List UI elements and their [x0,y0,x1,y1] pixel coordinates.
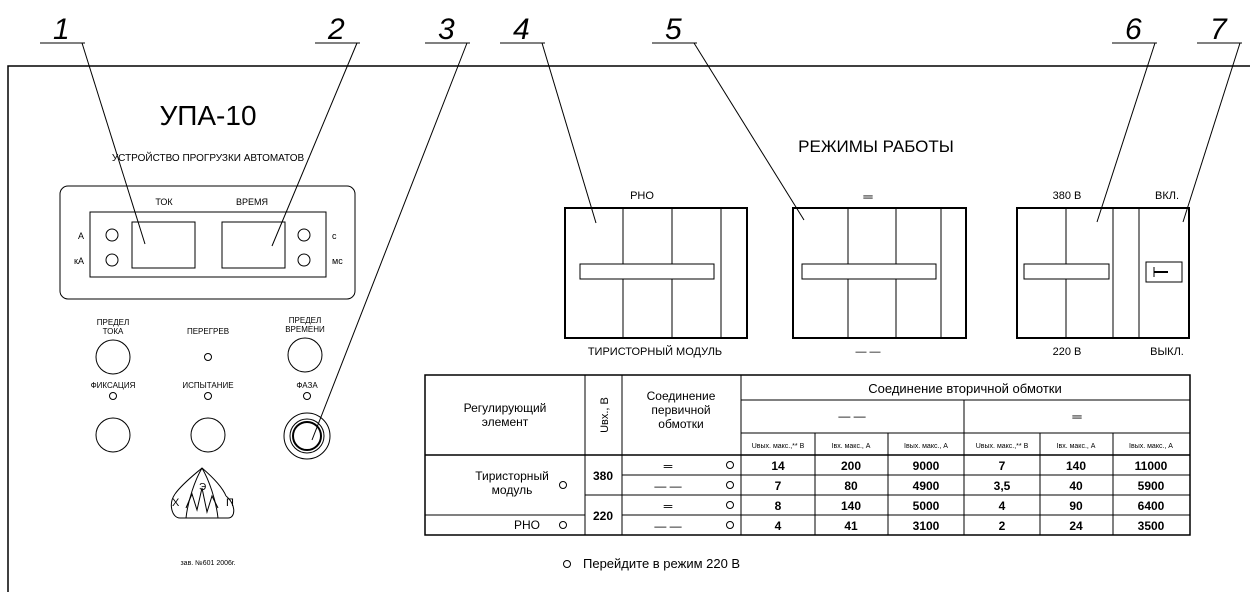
table-cell: 3,5 [994,479,1011,493]
fix-label: ФИКСАЦИЯ [91,381,136,390]
uin-220: 220 [593,509,613,523]
header-primary-1: Соединение [647,389,716,403]
callout-6: 6 [1125,13,1142,46]
element-thyristor-2: модуль [492,483,533,497]
table-cell: 6400 [1138,499,1165,513]
on-label: ВКЛ. [1155,190,1179,202]
header-col-2: Iвх. макс., А [832,443,871,450]
off-label: ВЫКЛ. [1150,346,1184,358]
device-subtitle: УСТРОЙСТВО ПРОГРУЗКИ АВТОМАТОВ [112,151,305,164]
header-col-3: Iвых. макс., А [904,443,948,450]
table-cell: 4 [999,499,1006,513]
modes-table-grid [424,374,1191,536]
table-cell: 200 [841,459,861,473]
header-primary-2: первичной [651,403,710,417]
table-cell: 9000 [913,459,940,473]
row-2-connection: — — [654,479,681,493]
callout-4: 4 [513,13,530,46]
callout-5: 5 [665,13,682,46]
serial-number: зав. №601 2006г. [180,560,235,567]
element-thyristor-1: Тиристорный [475,469,549,483]
rno-label: РНО [630,190,654,202]
table-cell: 11000 [1135,459,1168,473]
table-cell: 24 [1069,519,1083,533]
table-cell: 140 [841,499,861,513]
row-1-connection: ═ [663,459,673,473]
uin-380: 380 [593,469,613,483]
table-cell: 8 [775,499,782,513]
callout-7: 7 [1210,13,1228,46]
unit-a-label: А [78,231,84,241]
test-label: ИСПЫТАНИЕ [182,381,233,390]
header-element-1: Регулирующий [464,401,547,415]
modes-title: РЕЖИМЫ РАБОТЫ [798,137,954,156]
unit-ka-label: кА [74,256,84,266]
header-col-1: Uвых. макс.,** В [752,443,805,450]
current-limit-label-2: ТОКА [103,327,124,336]
table-cell: 90 [1069,499,1083,513]
table-cell: 40 [1069,479,1083,493]
table-cell: 4900 [913,479,940,493]
header-col-6: Iвых. макс., А [1129,443,1173,450]
time-label: ВРЕМЯ [236,197,268,207]
callout-2: 2 [327,13,345,46]
table-cell: 3100 [913,519,940,533]
footnote: Перейдите в режим 220 В [583,556,740,571]
header-col-5: Iвх. макс., А [1057,443,1096,450]
header-uin: Uвх., В [599,397,611,433]
table-cell: 14 [771,459,785,473]
logo-letter-e: Э [199,482,206,493]
callout-1: 1 [53,13,70,46]
table-cell: 140 [1066,459,1086,473]
manufacturer-logo [170,467,235,519]
current-label: ТОК [155,197,173,207]
table-cell: 3500 [1138,519,1165,533]
header-parallel: ═ [1071,409,1082,424]
time-limit-label-1: ПРЕДЕЛ [289,316,321,325]
device-title: УПА-10 [159,100,256,131]
table-cell: 80 [844,479,858,493]
thyristor-module-label: ТИРИСТОРНЫЙ МОДУЛЬ [588,345,722,358]
table-cell: 2 [999,519,1006,533]
header-series: — — [838,409,865,423]
row-3-connection: ═ [663,499,673,513]
series-mode-label: — — [855,346,880,358]
callout-3: 3 [438,13,455,46]
v220-label: 220 В [1053,346,1082,358]
table-cell: 5900 [1138,479,1165,493]
element-rno: РНО [514,518,540,532]
callout-numbers: 1 2 3 4 5 6 7 [53,13,1228,46]
logo-letter-p: П [226,497,234,509]
logo-letter-x: Х [172,497,180,509]
v380-label: 380 В [1053,190,1082,202]
table-cell: 7 [999,459,1006,473]
unit-ms-label: мс [332,256,343,266]
header-primary-3: обмотки [658,417,703,431]
row-4-connection: — — [654,519,681,533]
current-limit-label-1: ПРЕДЕЛ [97,318,129,327]
table-cell: 4 [775,519,782,533]
phase-label: ФАЗА [296,381,318,390]
time-limit-label-2: ВРЕМЕНИ [285,325,325,334]
overheat-label: ПЕРЕГРЕВ [187,327,229,336]
parallel-mode-label: ═ [862,189,873,204]
table-cell: 41 [844,519,858,533]
unit-s-label: с [332,231,337,241]
header-secondary: Соединение вторичной обмотки [868,381,1061,396]
table-cell: 7 [775,479,782,493]
table-cell: 5000 [913,499,940,513]
header-col-4: Uвых. макс.,** В [976,443,1029,450]
header-element-2: элемент [482,415,529,429]
